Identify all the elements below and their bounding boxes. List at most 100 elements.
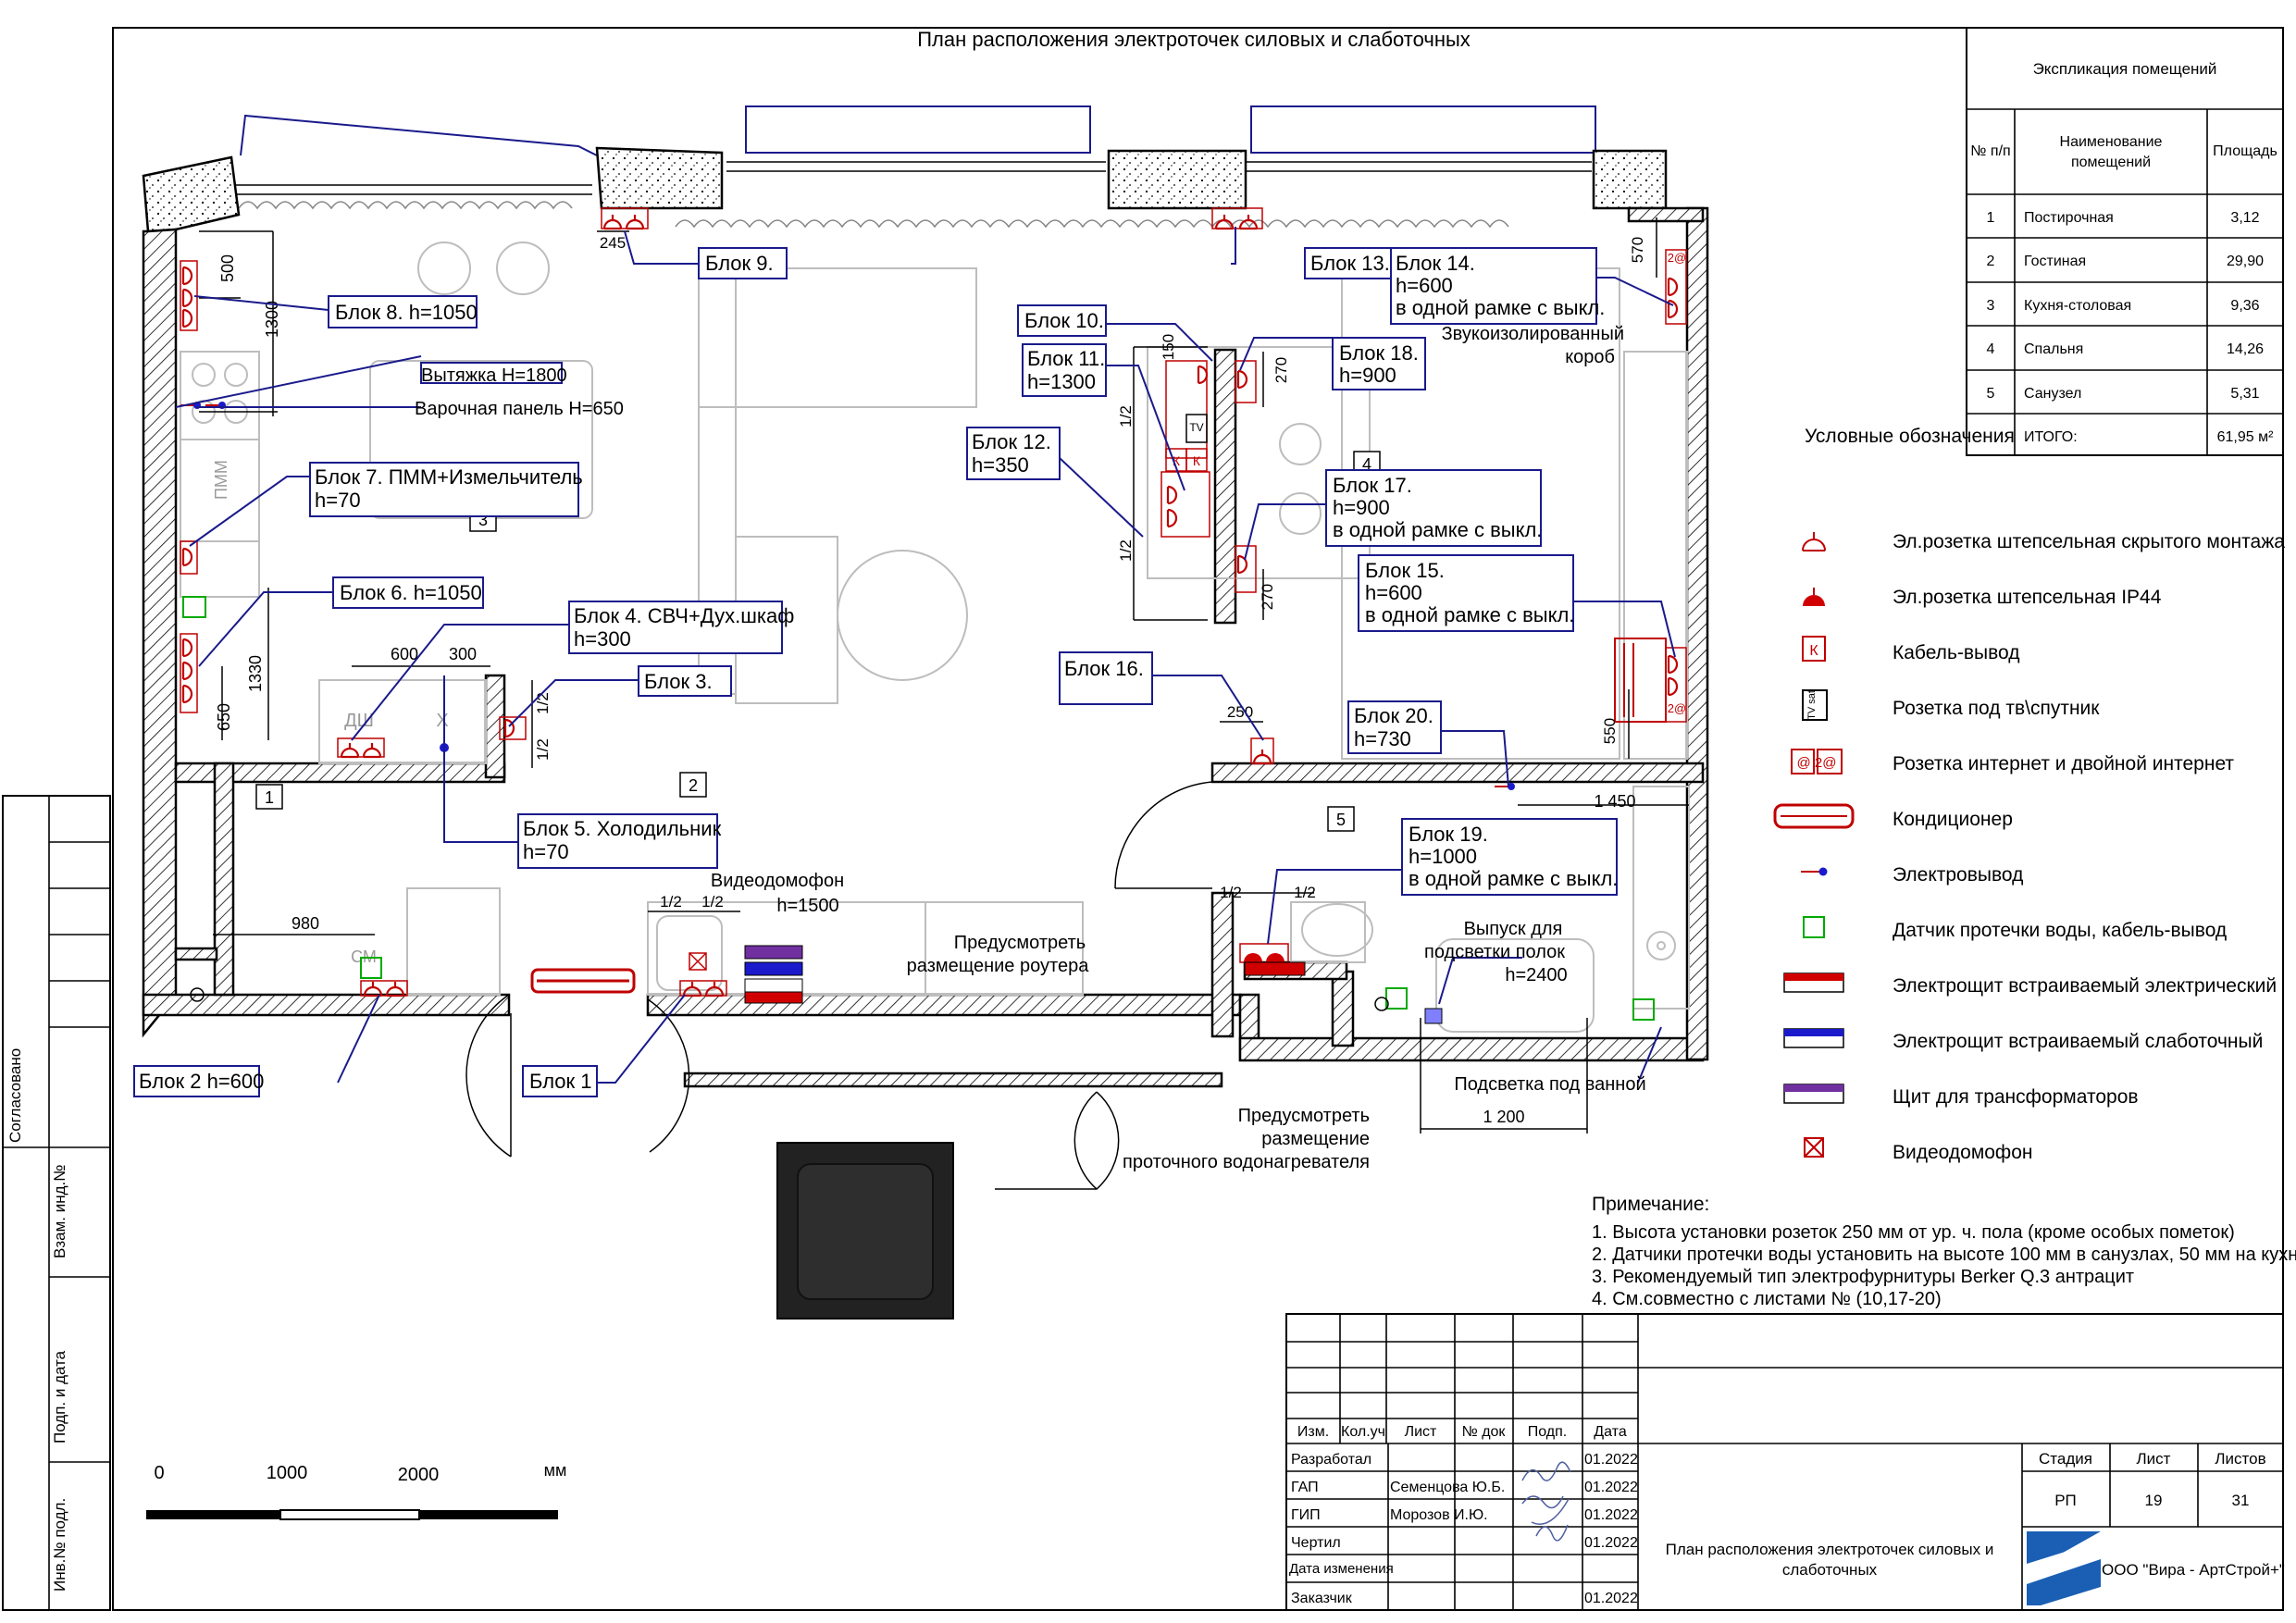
- svg-text:1300: 1300: [263, 301, 281, 338]
- note-4: 4. См.совместно с листами № (10,17-20): [1592, 1289, 1942, 1309]
- floor-plan: 1 2 3 4 5 ДШ Х ПММ СМ: [142, 105, 1709, 1190]
- shelf-light-note-1: Выпуск для: [1464, 919, 1563, 939]
- legend: Условные обозначения К TV sat @ 2@: [1773, 426, 2285, 1163]
- drawing-title: План расположения электроточек силовых и…: [917, 28, 1471, 51]
- legend-item-7: Электровывод: [1893, 864, 2023, 886]
- scale-tick-2000: 2000: [398, 1465, 440, 1485]
- stamp-inventory: Инв.№ подл.: [51, 1498, 68, 1592]
- note-1: 1. Высота установки розеток 250 мм от ур…: [1592, 1222, 2235, 1243]
- svg-text:3: 3: [1987, 298, 1995, 314]
- svg-text:01.2022: 01.2022: [1584, 1480, 1638, 1495]
- intercom-icon: [1804, 1137, 1824, 1158]
- block-15-note: в одной рамке с выкл.: [1365, 603, 1574, 626]
- block-5-height: h=70: [523, 840, 569, 863]
- leak-sensor-laundry-icon: [360, 957, 382, 979]
- svg-text:1/2: 1/2: [534, 738, 552, 761]
- svg-text:Листов: Листов: [2215, 1450, 2265, 1468]
- dimensions: 500 1300 245 1330 650 600 300 1/2 1/2 98…: [199, 217, 1689, 1134]
- bath-light-note: Подсветка под ванной: [1454, 1074, 1645, 1095]
- block-15-label: Блок 15.: [1365, 559, 1445, 582]
- svg-text:980: 980: [292, 914, 319, 933]
- svg-text:Постирочная: Постирочная: [2024, 210, 2114, 226]
- svg-text:TV: TV: [1189, 421, 1203, 434]
- block-5-label: Блок 5. Холодильник: [523, 817, 722, 840]
- ip44-socket-icon: [1803, 588, 1825, 606]
- svg-text:1/2: 1/2: [701, 893, 724, 911]
- svg-text:ГАП: ГАП: [1291, 1480, 1319, 1495]
- signature-3: [1535, 1524, 1569, 1542]
- block-15-height: h=600: [1365, 581, 1422, 604]
- room-1-number: 1: [265, 788, 274, 807]
- svg-text:01.2022: 01.2022: [1584, 1535, 1638, 1551]
- legend-item-12: Видеодомофон: [1893, 1142, 2033, 1163]
- svg-text:Чертил: Чертил: [1291, 1535, 1341, 1551]
- berker-switch-image: [776, 1142, 954, 1319]
- block-20-label: Блок 20.: [1354, 704, 1433, 727]
- legend-item-1: Эл.розетка штепсельная скрытого монтажа: [1893, 531, 2285, 552]
- block-7-label: Блок 7. ПММ+Измельчитель: [315, 465, 583, 489]
- room-3-number: 3: [478, 511, 488, 529]
- block-14-note: в одной рамке с выкл.: [1396, 296, 1605, 319]
- router-note-1: Предусмотреть: [954, 933, 1086, 953]
- legend-item-8: Датчик протечки воды, кабель-вывод: [1893, 920, 2227, 941]
- svg-text:Гостиная: Гостиная: [2024, 254, 2086, 269]
- svg-text:ИТОГО:: ИТОГО:: [2024, 429, 2078, 445]
- internet-socket-icon: @ 2@: [1791, 749, 1843, 774]
- block-14-label: Блок 14.: [1396, 252, 1475, 275]
- block-2-label: Блок 2 h=600: [139, 1070, 264, 1093]
- intercom-note: Видеодомофон: [711, 871, 844, 891]
- svg-text:№ док: № док: [1462, 1424, 1507, 1440]
- explication-header-area: Площадь: [2213, 143, 2277, 159]
- sheet-value: 19: [2145, 1492, 2163, 1509]
- signature-1: [1521, 1461, 1571, 1481]
- svg-text:Подп.: Подп.: [1528, 1424, 1568, 1440]
- router-note-2: размещение роутера: [907, 956, 1090, 976]
- stamp-agreed: Согласовано: [6, 1048, 24, 1143]
- tv-sat-socket-icon: TV sat: [1802, 689, 1828, 721]
- block-17-label: Блок 17.: [1333, 474, 1412, 497]
- shelf-light-note-2: подсветки полок: [1424, 942, 1565, 962]
- drain-icon-bath: [1374, 997, 1389, 1011]
- legend-item-9: Электрощит встраиваемый электрический: [1893, 975, 2277, 997]
- svg-text:500: 500: [218, 254, 237, 282]
- leak-sensor-icon: [1803, 916, 1825, 938]
- legend-item-6: Кондиционер: [1893, 809, 2013, 830]
- svg-text:1/2: 1/2: [1220, 884, 1242, 901]
- svg-text:1/2: 1/2: [534, 692, 552, 714]
- scale-tick-1000: 1000: [267, 1463, 308, 1483]
- svg-text:5,31: 5,31: [2230, 386, 2259, 402]
- block-14-height: h=600: [1396, 274, 1453, 297]
- svg-text:@ 2@: @ 2@: [1797, 755, 1837, 771]
- svg-text:9,36: 9,36: [2230, 298, 2259, 314]
- svg-text:3,12: 3,12: [2230, 210, 2259, 226]
- shelf-light-height: h=2400: [1505, 965, 1567, 985]
- svg-text:1330: 1330: [246, 655, 265, 692]
- svg-text:2@: 2@: [1668, 251, 1686, 265]
- legend-item-2: Эл.розетка штепсельная IP44: [1893, 587, 2162, 608]
- block-11-label: Блок 11.: [1027, 347, 1105, 370]
- svg-text:4: 4: [1987, 341, 1995, 357]
- svg-text:5: 5: [1987, 386, 1995, 402]
- air-conditioner-icon: [1773, 803, 1855, 829]
- svg-text:Стадия: Стадия: [2039, 1450, 2092, 1468]
- svg-text:2@: 2@: [1668, 701, 1686, 715]
- leaders: [175, 227, 1676, 1084]
- svg-text:1/2: 1/2: [1117, 539, 1135, 562]
- electric-panels: [530, 945, 1443, 1024]
- svg-text:150: 150: [1160, 334, 1177, 360]
- dishwasher-cabinet-label: ДШ: [344, 711, 374, 731]
- svg-text:1/2: 1/2: [1117, 405, 1135, 427]
- sheet-title-1: План расположения электроточек силовых и: [1666, 1541, 1994, 1558]
- svg-text:270: 270: [1259, 584, 1276, 610]
- block-13-label: Блок 13.: [1310, 252, 1390, 275]
- block-11-height: h=1300: [1027, 370, 1096, 393]
- legend-item-3: Кабель-вывод: [1893, 642, 2020, 663]
- svg-text:Разработал: Разработал: [1291, 1452, 1371, 1468]
- svg-text:250: 250: [1227, 703, 1253, 721]
- svg-text:570: 570: [1629, 237, 1646, 263]
- leak-sensor-bathtub-icon: [1632, 998, 1655, 1021]
- block-19-height: h=1000: [1409, 845, 1477, 868]
- block-4-label: Блок 4. СВЧ+Дух.шкаф: [574, 604, 794, 627]
- svg-text:Кол.уч: Кол.уч: [1341, 1424, 1385, 1440]
